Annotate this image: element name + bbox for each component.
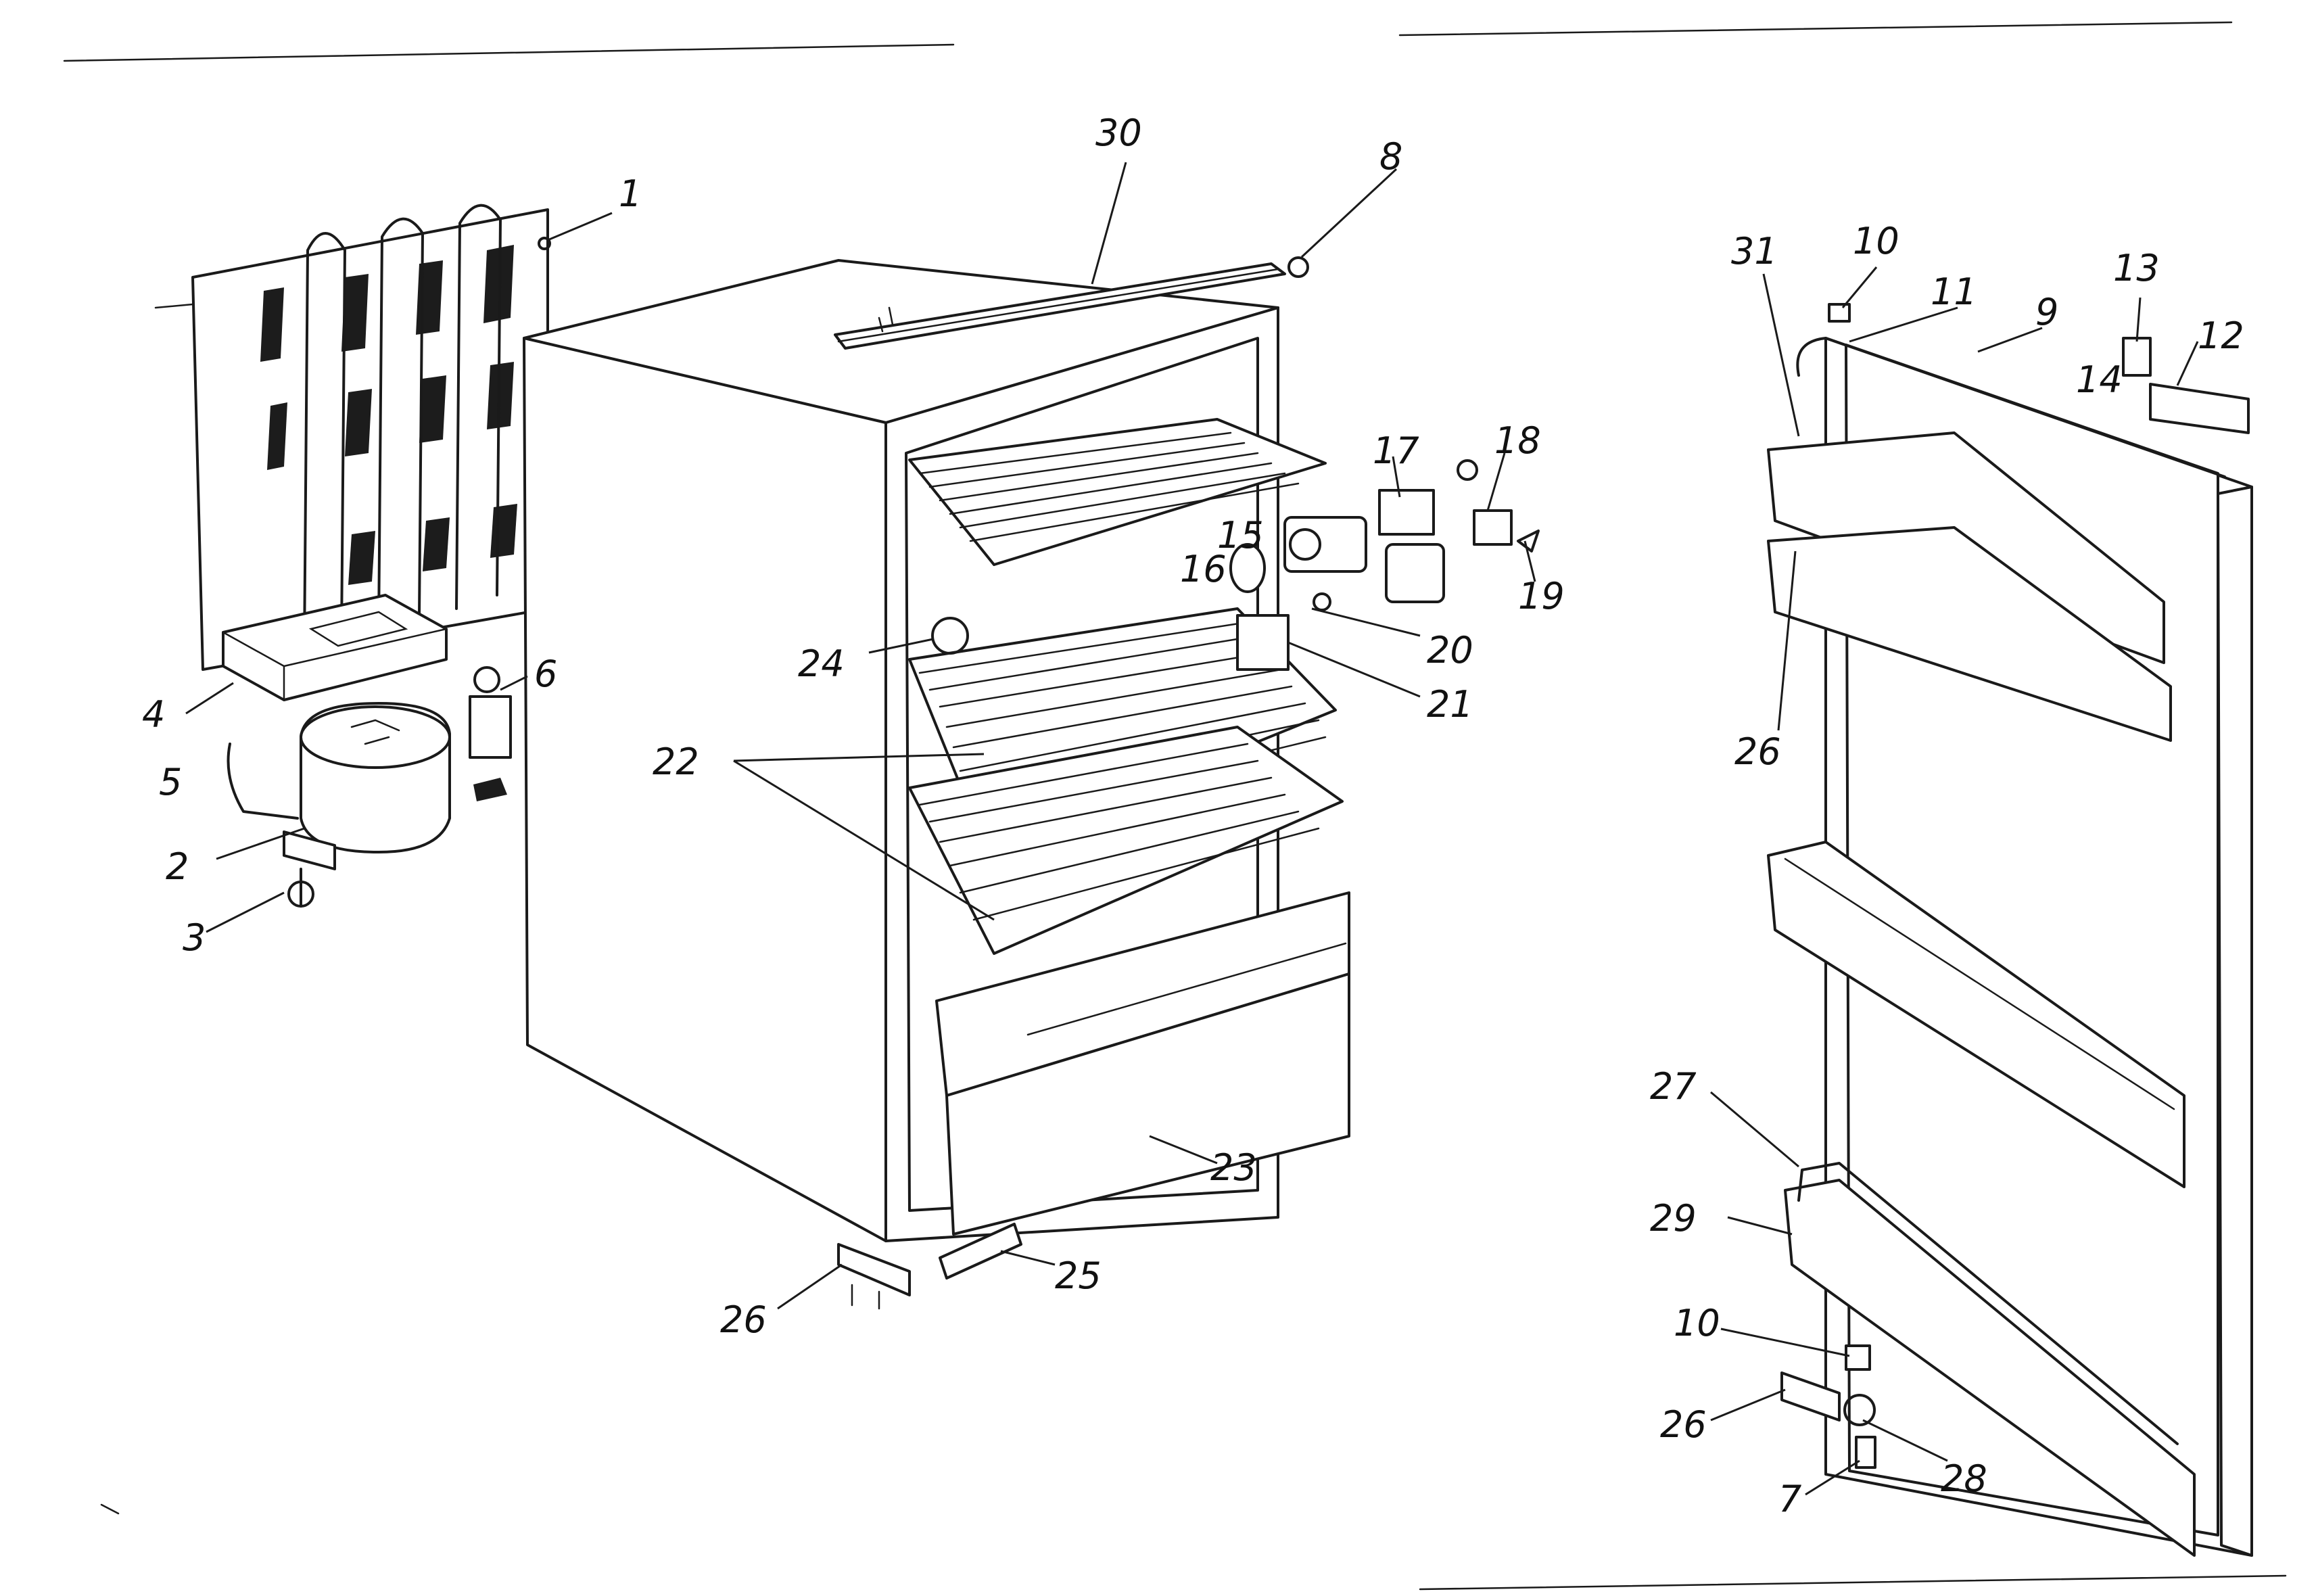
callout-26-cabinet: 26 <box>720 1298 767 1341</box>
callout-15: 15 <box>1217 514 1264 557</box>
callout-27: 27 <box>1650 1065 1697 1108</box>
leader-lines <box>185 162 2199 1496</box>
starter-relay <box>469 666 512 801</box>
callout-31: 31 <box>1731 230 1778 273</box>
condenser-coil <box>154 204 551 671</box>
crisper-drawer <box>935 891 1350 1236</box>
callout-12: 12 <box>2198 314 2244 357</box>
callout-17: 17 <box>1373 429 1419 472</box>
callout-24: 24 <box>798 642 845 685</box>
callout-23: 23 <box>1210 1146 1257 1189</box>
callout-2: 2 <box>166 845 189 888</box>
callout-14: 14 <box>2076 358 2123 401</box>
callout-29: 29 <box>1650 1197 1697 1240</box>
callout-22: 22 <box>653 741 699 783</box>
wire-shelves <box>908 418 1344 955</box>
callout-10-top: 10 <box>1853 220 1899 262</box>
callout-5: 5 <box>159 761 182 803</box>
door <box>1767 303 2253 1557</box>
callout-7: 7 <box>1778 1478 1801 1520</box>
callout-labels: 1 2 3 4 5 6 7 8 9 10 10 11 12 13 14 15 1… <box>142 112 2244 1520</box>
callout-13: 13 <box>2113 247 2160 289</box>
callout-6: 6 <box>534 653 557 695</box>
callout-26-door: 26 <box>1734 730 1781 773</box>
callout-8: 8 <box>1379 135 1402 178</box>
bottom-hinges <box>837 1223 1022 1310</box>
callout-16: 16 <box>1180 548 1227 590</box>
compressor <box>227 702 451 908</box>
callout-25: 25 <box>1055 1254 1102 1297</box>
callout-26-hinge: 26 <box>1660 1403 1707 1446</box>
thermostat-assembly <box>931 459 1540 671</box>
header-rules <box>63 21 2287 1591</box>
callout-20: 20 <box>1427 629 1473 672</box>
callout-30: 30 <box>1095 112 1142 154</box>
callout-3: 3 <box>183 916 206 959</box>
callout-18: 18 <box>1494 419 1541 462</box>
callout-10-bottom: 10 <box>1674 1302 1720 1344</box>
callout-9: 9 <box>2035 291 2058 333</box>
callout-19: 19 <box>1518 575 1565 617</box>
drip-tray <box>222 594 448 701</box>
callout-1: 1 <box>619 172 642 215</box>
callout-4: 4 <box>142 693 165 736</box>
callout-28: 28 <box>1941 1457 1987 1500</box>
callout-21: 21 <box>1427 683 1473 726</box>
callout-11: 11 <box>1931 271 1977 313</box>
